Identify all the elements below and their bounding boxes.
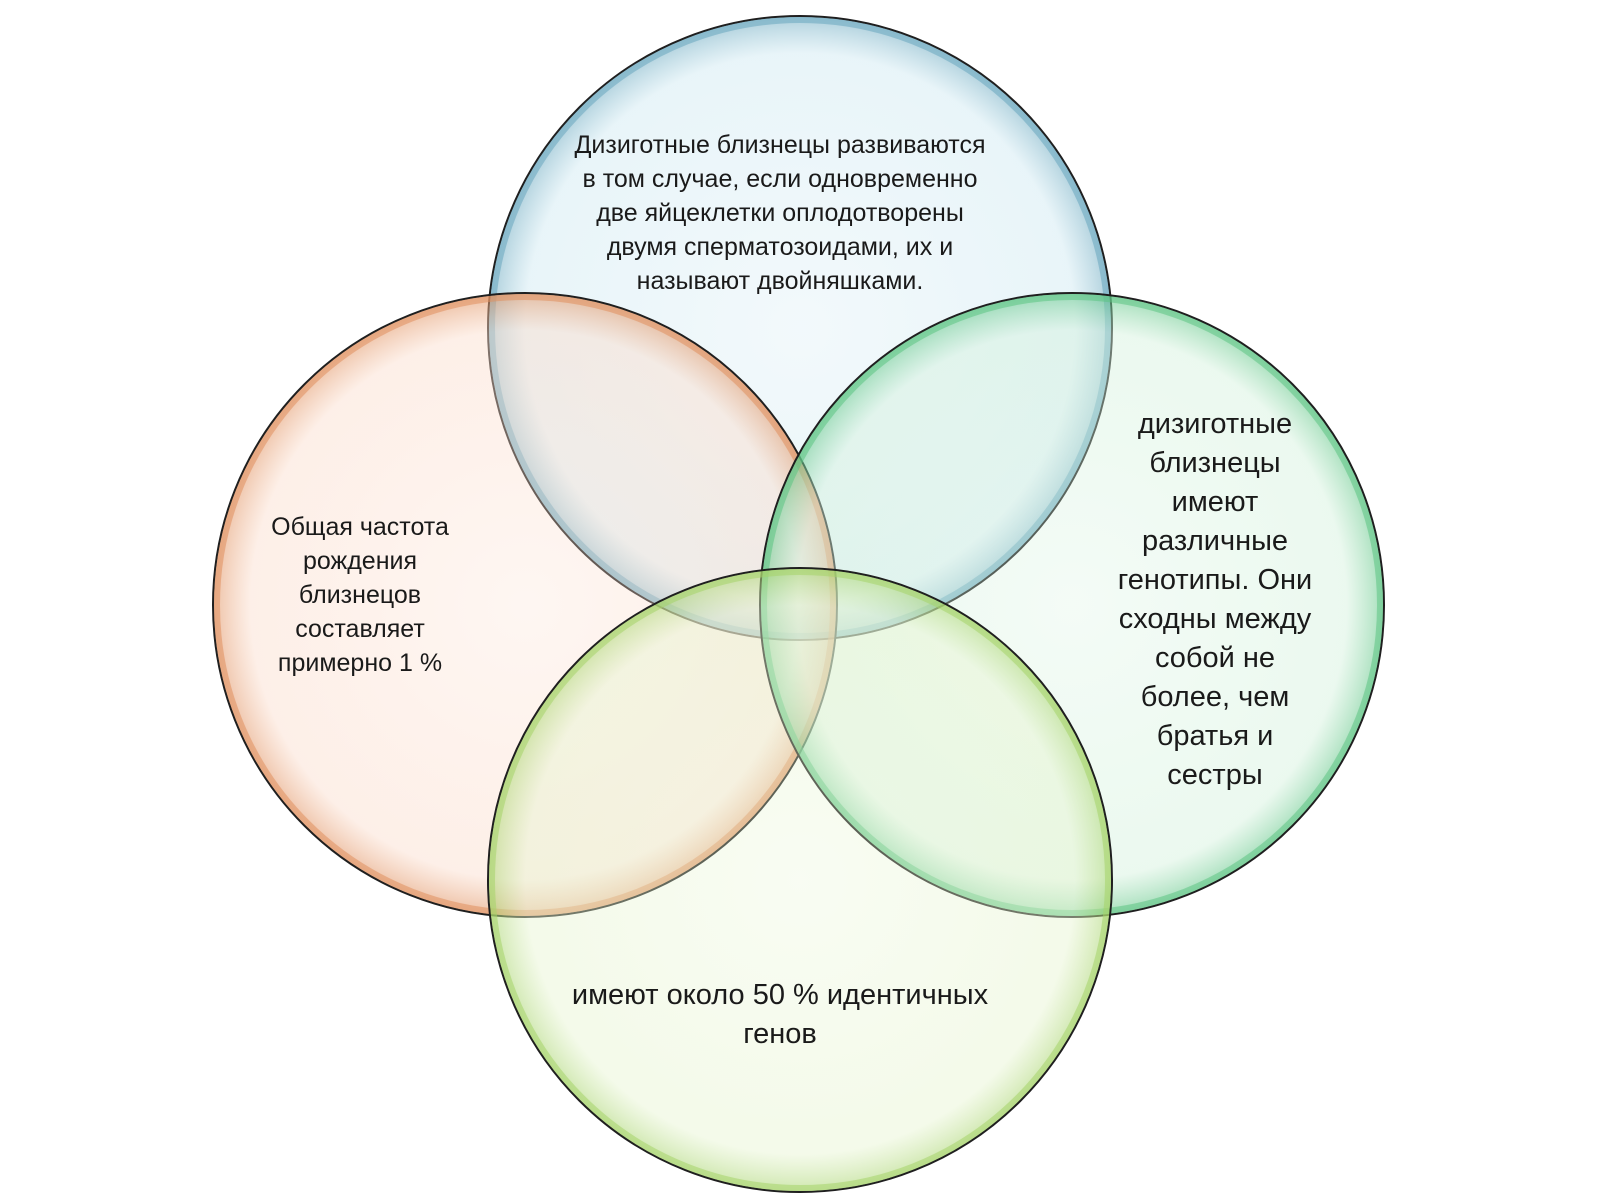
circle-top-text: Дизиготные близнецы развиваются в том сл… bbox=[574, 131, 986, 295]
circle-bottom bbox=[487, 567, 1113, 1193]
circle-bottom-rim bbox=[489, 569, 1111, 1191]
circle-bottom-text: имеют около 50 % идентичных генов bbox=[571, 979, 989, 1050]
circle-left-text: Общая частота рождения близнецов составл… bbox=[271, 513, 449, 677]
circle-right-text: дизиготные близнецы имеют различные гено… bbox=[1117, 408, 1313, 791]
